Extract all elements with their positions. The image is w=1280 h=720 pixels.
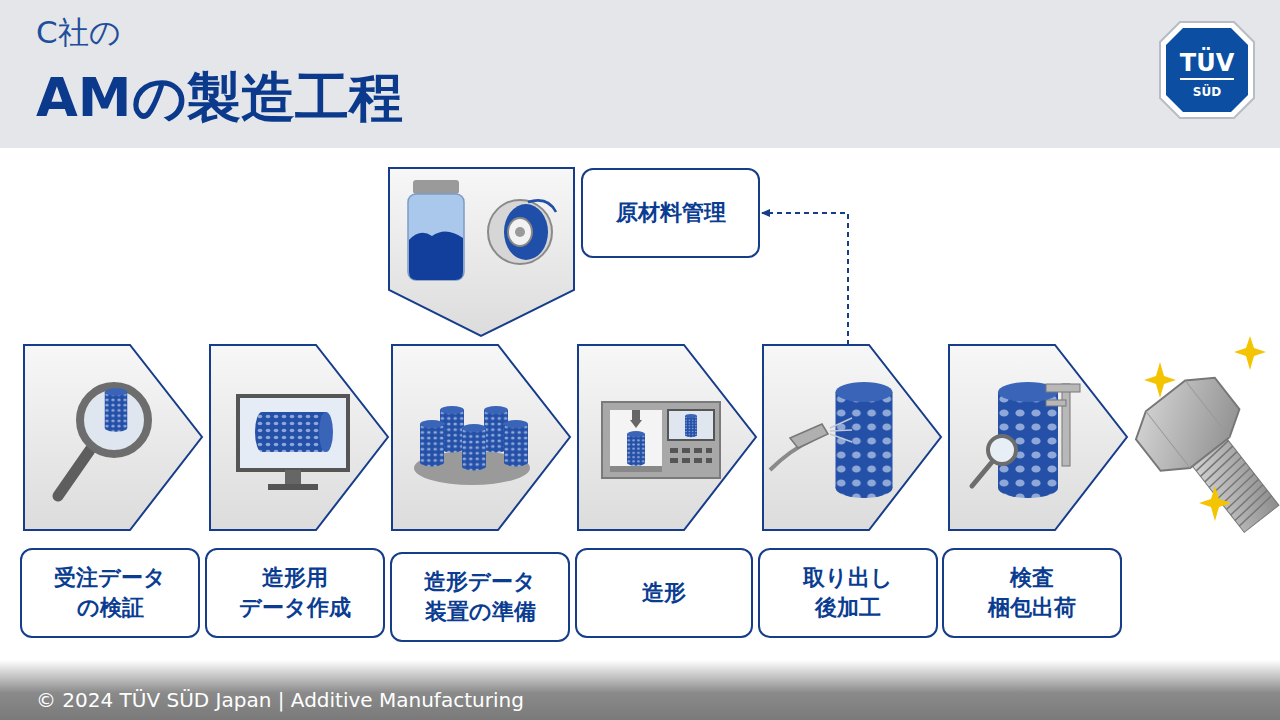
material-box: 原材料管理 — [581, 168, 760, 258]
step-label: 検査 梱包出荷 — [970, 563, 1093, 624]
process-label-box: 造形用 データ作成 — [205, 548, 385, 638]
dashed-connector — [762, 213, 848, 345]
subtitle: C社の — [36, 14, 121, 51]
step-label: 造形データ 装置の準備 — [418, 567, 541, 628]
process-label-box: 取り出し 後加工 — [758, 548, 938, 638]
step-label: 取り出し 後加工 — [786, 563, 909, 624]
step-label: 原材料管理 — [616, 198, 726, 228]
step-label: 造形 — [642, 578, 686, 608]
process-label-box: 造形データ 装置の準備 — [390, 552, 570, 642]
logo-text: TÜV — [1180, 51, 1234, 75]
process-label-box: 造形 — [575, 548, 753, 638]
step-label: 受注データ の検証 — [48, 563, 171, 624]
process-label-box: 検査 梱包出荷 — [942, 548, 1122, 638]
footer-text: © 2024 TÜV SÜD Japan | Additive Manufact… — [36, 688, 524, 712]
slide-title: AMの製造工程 — [36, 66, 403, 131]
logo-text: SÜD — [1193, 86, 1221, 98]
process-label-box: 受注データ の検証 — [20, 548, 200, 638]
step-label: 造形用 データ作成 — [233, 563, 356, 624]
